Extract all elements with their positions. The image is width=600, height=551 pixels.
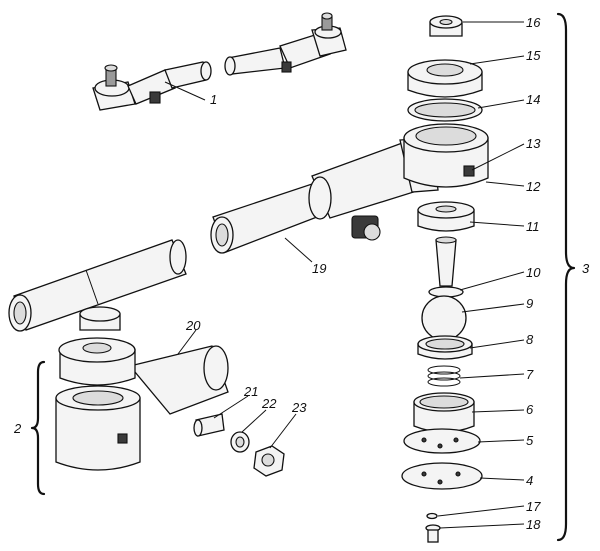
brace-assembly-3 <box>556 12 576 542</box>
callout-5: 5 <box>526 433 534 448</box>
callout-17: 17 <box>526 499 541 514</box>
callout-22: 22 <box>261 396 277 411</box>
callout-7: 7 <box>526 367 534 382</box>
plate-4 <box>401 462 483 490</box>
plate-5 <box>403 428 481 454</box>
washer-22 <box>230 431 250 453</box>
callout-3: 3 <box>582 261 590 276</box>
insert-11 <box>417 201 475 232</box>
tube-rod-left <box>8 239 187 332</box>
callout-8: 8 <box>526 332 534 347</box>
ball-pin-10 <box>428 236 464 298</box>
tie-rod-small-left <box>92 61 212 111</box>
spring-7 <box>427 365 461 387</box>
callout-13: 13 <box>526 136 541 151</box>
callout-20: 20 <box>185 318 201 333</box>
callout-18: 18 <box>526 517 541 532</box>
callout-19: 19 <box>312 261 326 276</box>
ball-joint-assembly-2 <box>55 337 229 471</box>
castle-nut-left <box>79 306 121 331</box>
ball-9 <box>421 295 467 341</box>
callout-9: 9 <box>526 296 533 311</box>
nut-23 <box>253 445 285 477</box>
callout-1: 1 <box>210 92 217 107</box>
callout-23: 23 <box>291 400 307 415</box>
brace-assembly-2 <box>30 360 46 496</box>
callout-6: 6 <box>526 402 534 417</box>
cup-6 <box>413 392 475 433</box>
callout-11: 11 <box>526 219 540 234</box>
callout-4: 4 <box>526 473 533 488</box>
callout-10: 10 <box>526 265 541 280</box>
ring-8 <box>417 335 473 360</box>
callout-2: 2 <box>13 421 22 436</box>
leader-lines <box>177 21 525 529</box>
cover-15 <box>407 59 483 98</box>
callout-14: 14 <box>526 92 540 107</box>
callout-16: 16 <box>526 15 541 30</box>
tie-rod-small-right <box>224 12 347 76</box>
grease-fitting-18 <box>425 524 441 543</box>
seal-ring-14 <box>407 98 483 122</box>
callout-15: 15 <box>526 48 541 63</box>
bolt-21 <box>193 413 225 437</box>
callout-12: 12 <box>526 179 541 194</box>
washer-17 <box>426 512 438 520</box>
ball-joint-housing-12 <box>403 123 489 188</box>
callout-21: 21 <box>243 384 258 399</box>
castle-nut-16 <box>429 15 463 37</box>
